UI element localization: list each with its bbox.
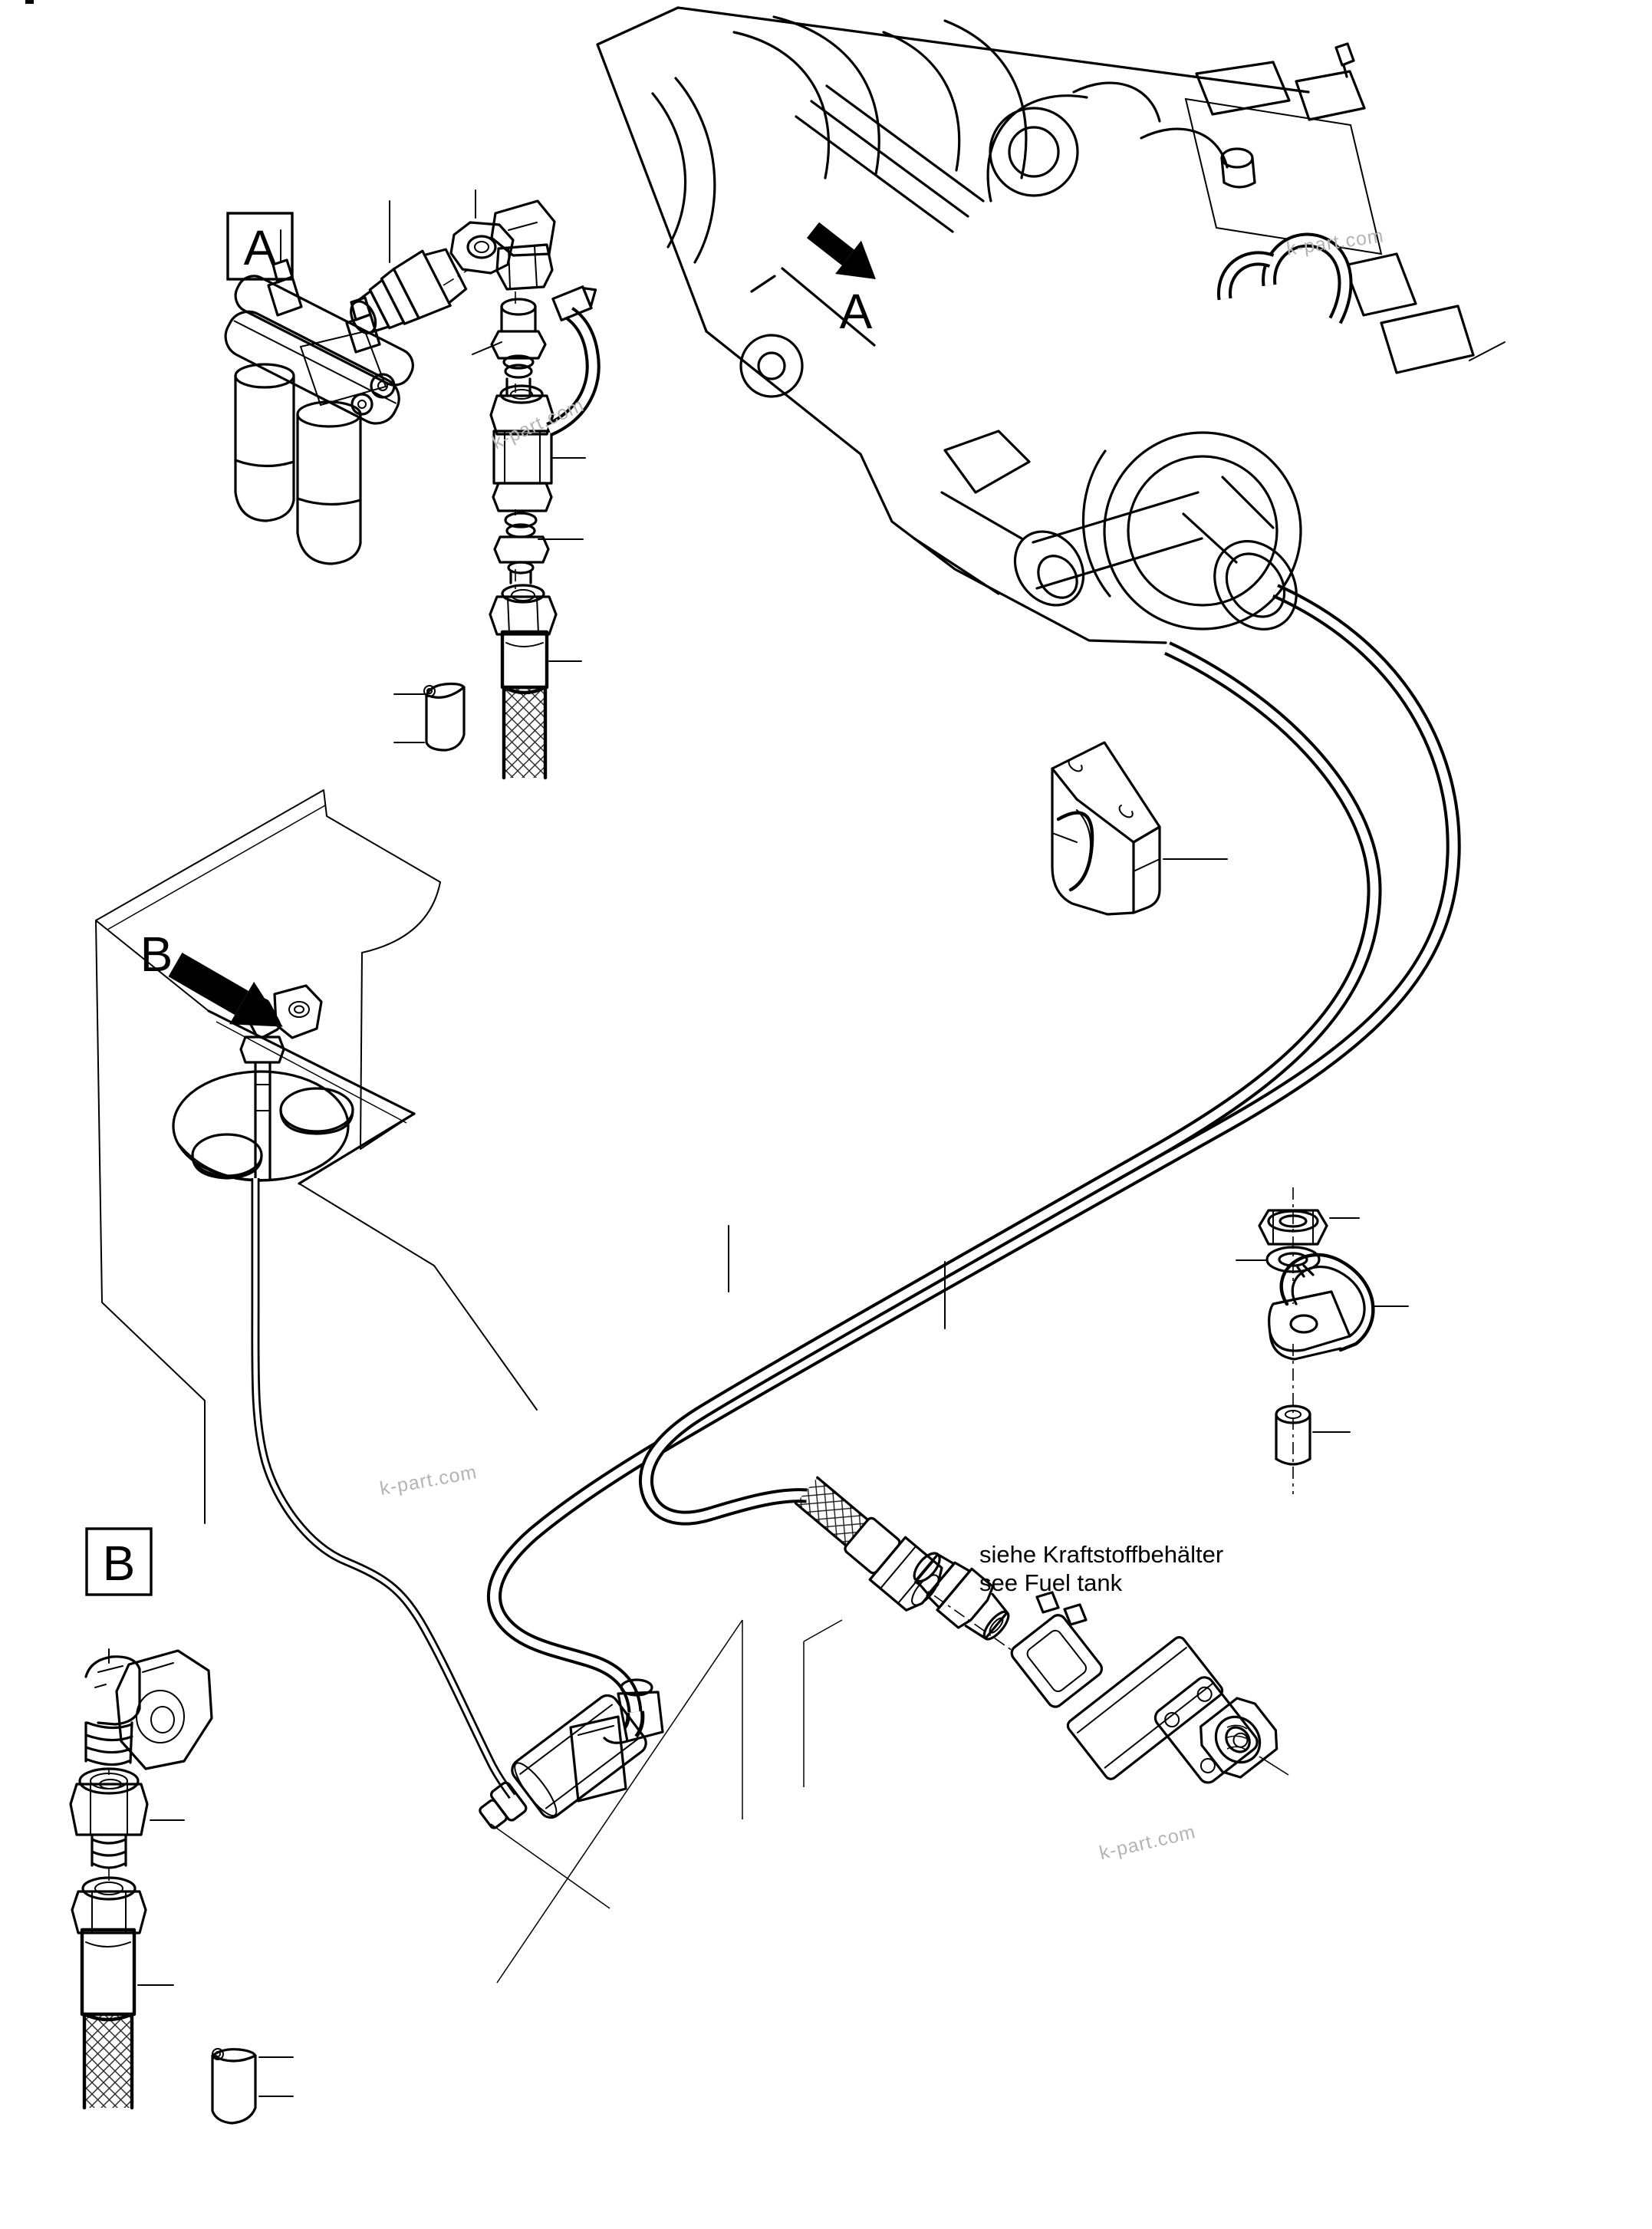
hex-nipple [69,1767,185,1881]
spacer-sleeve [1275,1404,1311,1466]
banjo-bolt [84,1655,141,1726]
fuel-pickup-sender: B [140,927,354,1182]
flywheel-housing [1081,431,1302,631]
hose-cut-symbol-bottom [211,2048,294,2125]
assembly-axis [913,1581,1013,1651]
corner-mark [25,0,34,4]
union-nut [449,221,515,275]
p-clamp [1268,1253,1375,1361]
note-line-de: siehe Kraftstoffbehälter [979,1541,1223,1568]
engine-view: A [596,6,1506,644]
banjo-bolt-assembly [84,1648,213,1775]
watermark-3: k-part.com [378,1461,479,1500]
barb-fitting-small [493,512,550,584]
elbow-fitting-stack [449,189,601,780]
leader-line [1259,1756,1289,1776]
detail-b-box: B [85,1527,153,1596]
watermarks: k-part.com k-part.com k-part.com k-part.… [378,225,1385,1864]
hex-nut [1258,1209,1328,1246]
fuel-filter-assembly [224,229,414,565]
solenoid-hex-end [1200,1697,1278,1779]
fuel-filter-cartridge-left [234,363,295,522]
detail-a-box: A [226,212,294,281]
detail-b-label: B [103,1536,136,1591]
turbocharger [989,107,1079,197]
sender-standpipe [254,1061,271,1180]
barb-adapter [913,1552,1010,1641]
clamp-hardware-stack [1236,1187,1409,1494]
leader-line [1469,341,1506,361]
fuel-hose-return [638,641,1382,1526]
view-b-label: B [140,927,173,982]
view-a-label: A [840,284,873,339]
fuel-filter-cartridge-right [296,400,362,565]
leader-line [472,341,502,355]
inline-check-valve [479,1678,664,1829]
banjo-eye [115,1649,213,1770]
sender-plate [172,1070,354,1182]
hose-end-fitting [489,584,558,780]
elbow-nut [495,243,554,291]
hose-cut-symbol-top [393,682,466,752]
check-valve [489,285,601,512]
pickup-pipe-run [251,1178,516,1799]
hose-clamp-block [1051,741,1228,916]
note-see-fuel-tank: siehe Kraftstoffbehälter see Fuel tank [979,1541,1223,1596]
pipe-bracket [1343,252,1417,317]
connector-fitting [490,298,547,396]
view-a-arrow [806,222,876,280]
lock-washer [1265,1246,1321,1278]
watermark-4: k-part.com [1097,1821,1198,1864]
sender-elbow-fitting [239,984,323,1064]
hose-barb-fitting [350,200,469,334]
hose-end-to-solenoid [794,1476,1013,1651]
detail-a-label: A [244,220,277,275]
solenoid-valve [1010,1591,1289,1784]
fuel-hose-supply [487,584,1461,1714]
starter-motor [913,430,1203,607]
view-b-arrow [168,953,283,1027]
braided-hose-end-bottom [71,1876,174,2110]
fuel-tank-outline [95,789,843,1984]
